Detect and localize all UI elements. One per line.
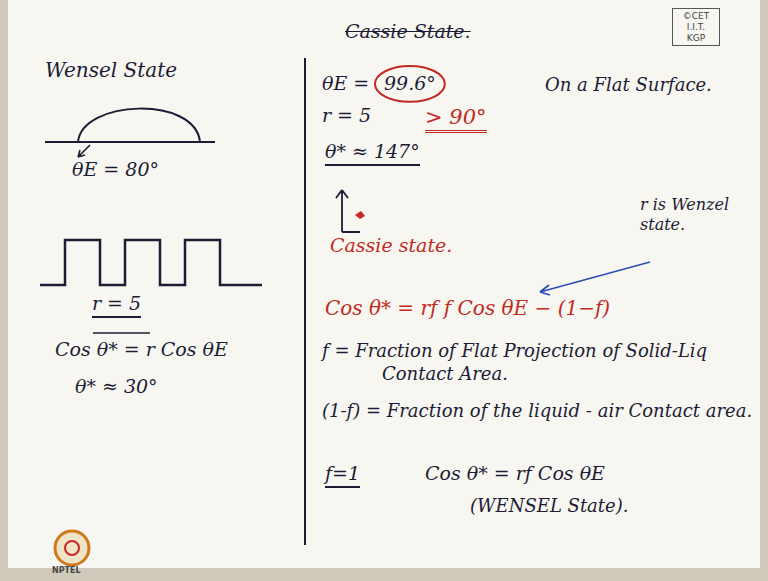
- flat-surface: [45, 141, 215, 143]
- note-text: θ* ≈ 30°: [75, 375, 158, 399]
- stamp-box: ©CET I.I.T. KGP: [672, 8, 720, 46]
- note-text: θE = 80°: [72, 158, 159, 182]
- note-text: θ* ≈ 147°: [325, 140, 420, 166]
- note-text: r = 5: [92, 292, 141, 318]
- logo-core: [65, 541, 79, 555]
- highlight-circle: [375, 66, 445, 102]
- note-text: > 90°: [425, 104, 487, 133]
- underline: [93, 332, 150, 334]
- red-mark: [355, 211, 365, 219]
- note-text: NPTEL: [52, 566, 81, 576]
- note-text: 99.6°: [384, 72, 436, 96]
- note-text: On a Flat Surface.: [545, 74, 712, 97]
- note-text: f = Fraction of Flat Projection of Solid…: [322, 340, 768, 385]
- note-text: r is Wenzel state.: [640, 195, 735, 235]
- note-text: Wensel State: [45, 58, 177, 83]
- note-text: θE =: [322, 72, 369, 96]
- leader-arrow: [540, 262, 650, 295]
- stamp-text: ©CET I.I.T. KGP: [678, 11, 714, 43]
- note-text: Cos θ* = r Cos θE: [55, 338, 228, 362]
- note-text: Cassie State.: [345, 20, 471, 44]
- note-text: f=1: [325, 462, 360, 488]
- note-text: Cos θ* = rf Cos θE: [425, 462, 605, 486]
- note-text: r = 5: [322, 104, 371, 128]
- rough-surface: [40, 240, 262, 285]
- note-text: Cassie state.: [330, 234, 452, 258]
- pointer-arrow: [336, 190, 360, 232]
- note-text: Cos θ* = rf f Cos θE − (1−f): [325, 296, 610, 321]
- divider-line: [304, 58, 306, 545]
- note-text: (1-f) = Fraction of the liquid - air Con…: [322, 400, 768, 423]
- note-text: (WENSEL State).: [470, 495, 628, 518]
- droplet-outline: [78, 109, 200, 142]
- logo-ring: [55, 531, 89, 565]
- angle-arrow: [78, 145, 90, 157]
